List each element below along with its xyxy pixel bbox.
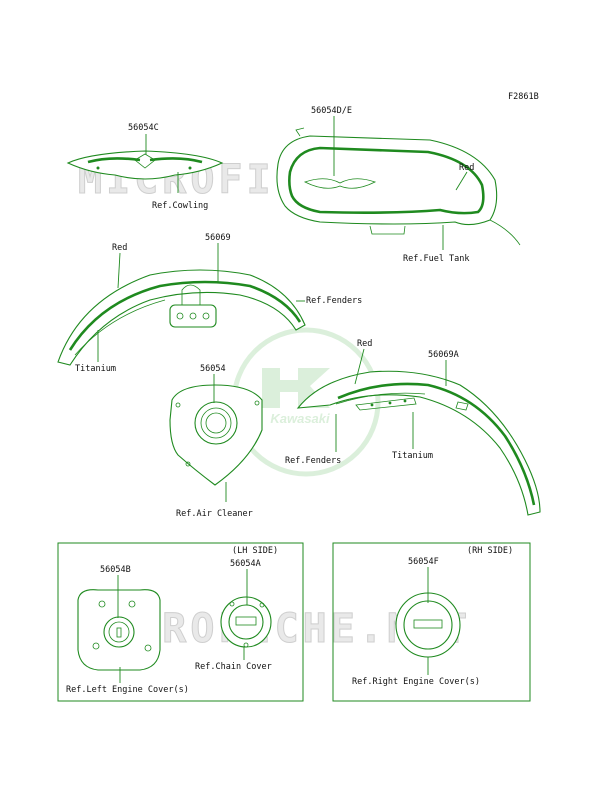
left-side-box [57, 542, 304, 702]
watermark-logo-text: Kawasaki [270, 411, 330, 426]
chain-cover-ref-label: Ref.Chain Cover [195, 662, 272, 672]
fuel-tank-stripe-leader [455, 171, 468, 191]
left-engine-cover-emblem[interactable] [77, 589, 161, 671]
air-cleaner-part-number: 56054 [200, 364, 226, 374]
cowling-part-number: 56054C [128, 123, 159, 133]
cowling-ref-label: Ref.Cowling [152, 201, 208, 211]
fuel-tank-emblem[interactable] [276, 127, 521, 246]
chain-cover-part-number: 56054A [230, 559, 261, 569]
front-fender-stripe[interactable] [57, 269, 306, 366]
front-fender-ref-label: Ref.Fenders [306, 296, 362, 306]
left-box-side-label: (LH SIDE) [232, 546, 278, 556]
rear-fender-part-number: 56069A [428, 350, 459, 360]
right-box-side-label: (RH SIDE) [467, 546, 513, 556]
figure-code: F2861B [508, 92, 539, 102]
right-side-box [332, 542, 531, 702]
rear-fender-ref-label: Ref.Fenders [285, 456, 341, 466]
chain-cover-emblem[interactable] [220, 596, 272, 648]
right-engine-ref-label: Ref.Right Engine Cover(s) [352, 677, 480, 687]
front-fender-stripe-bottom-label: Titanium [75, 364, 116, 374]
fuel-tank-part-number: 56054D/E [311, 106, 352, 116]
rear-fender-stripe[interactable] [296, 370, 541, 516]
left-engine-part-number: 56054B [100, 565, 131, 575]
air-cleaner-ref-label: Ref.Air Cleaner [176, 509, 253, 519]
air-cleaner-emblem[interactable] [169, 384, 263, 486]
front-fender-stripe-top-label: Red [112, 243, 127, 253]
rear-fender-stripe-top-label: Red [357, 339, 372, 349]
front-fender-part-number: 56069 [205, 233, 231, 243]
left-engine-ref-label: Ref.Left Engine Cover(s) [66, 685, 189, 695]
fuel-tank-ref-label: Ref.Fuel Tank [403, 254, 470, 264]
rear-fender-red-leader [354, 348, 365, 385]
right-engine-part-number: 56054F [408, 557, 439, 567]
cowling-emblem[interactable] [66, 150, 224, 180]
front-fender-red-leader [117, 252, 121, 289]
rear-fender-stripe-bottom-label: Titanium [392, 451, 433, 461]
fuel-tank-stripe-label: Red [459, 163, 474, 173]
